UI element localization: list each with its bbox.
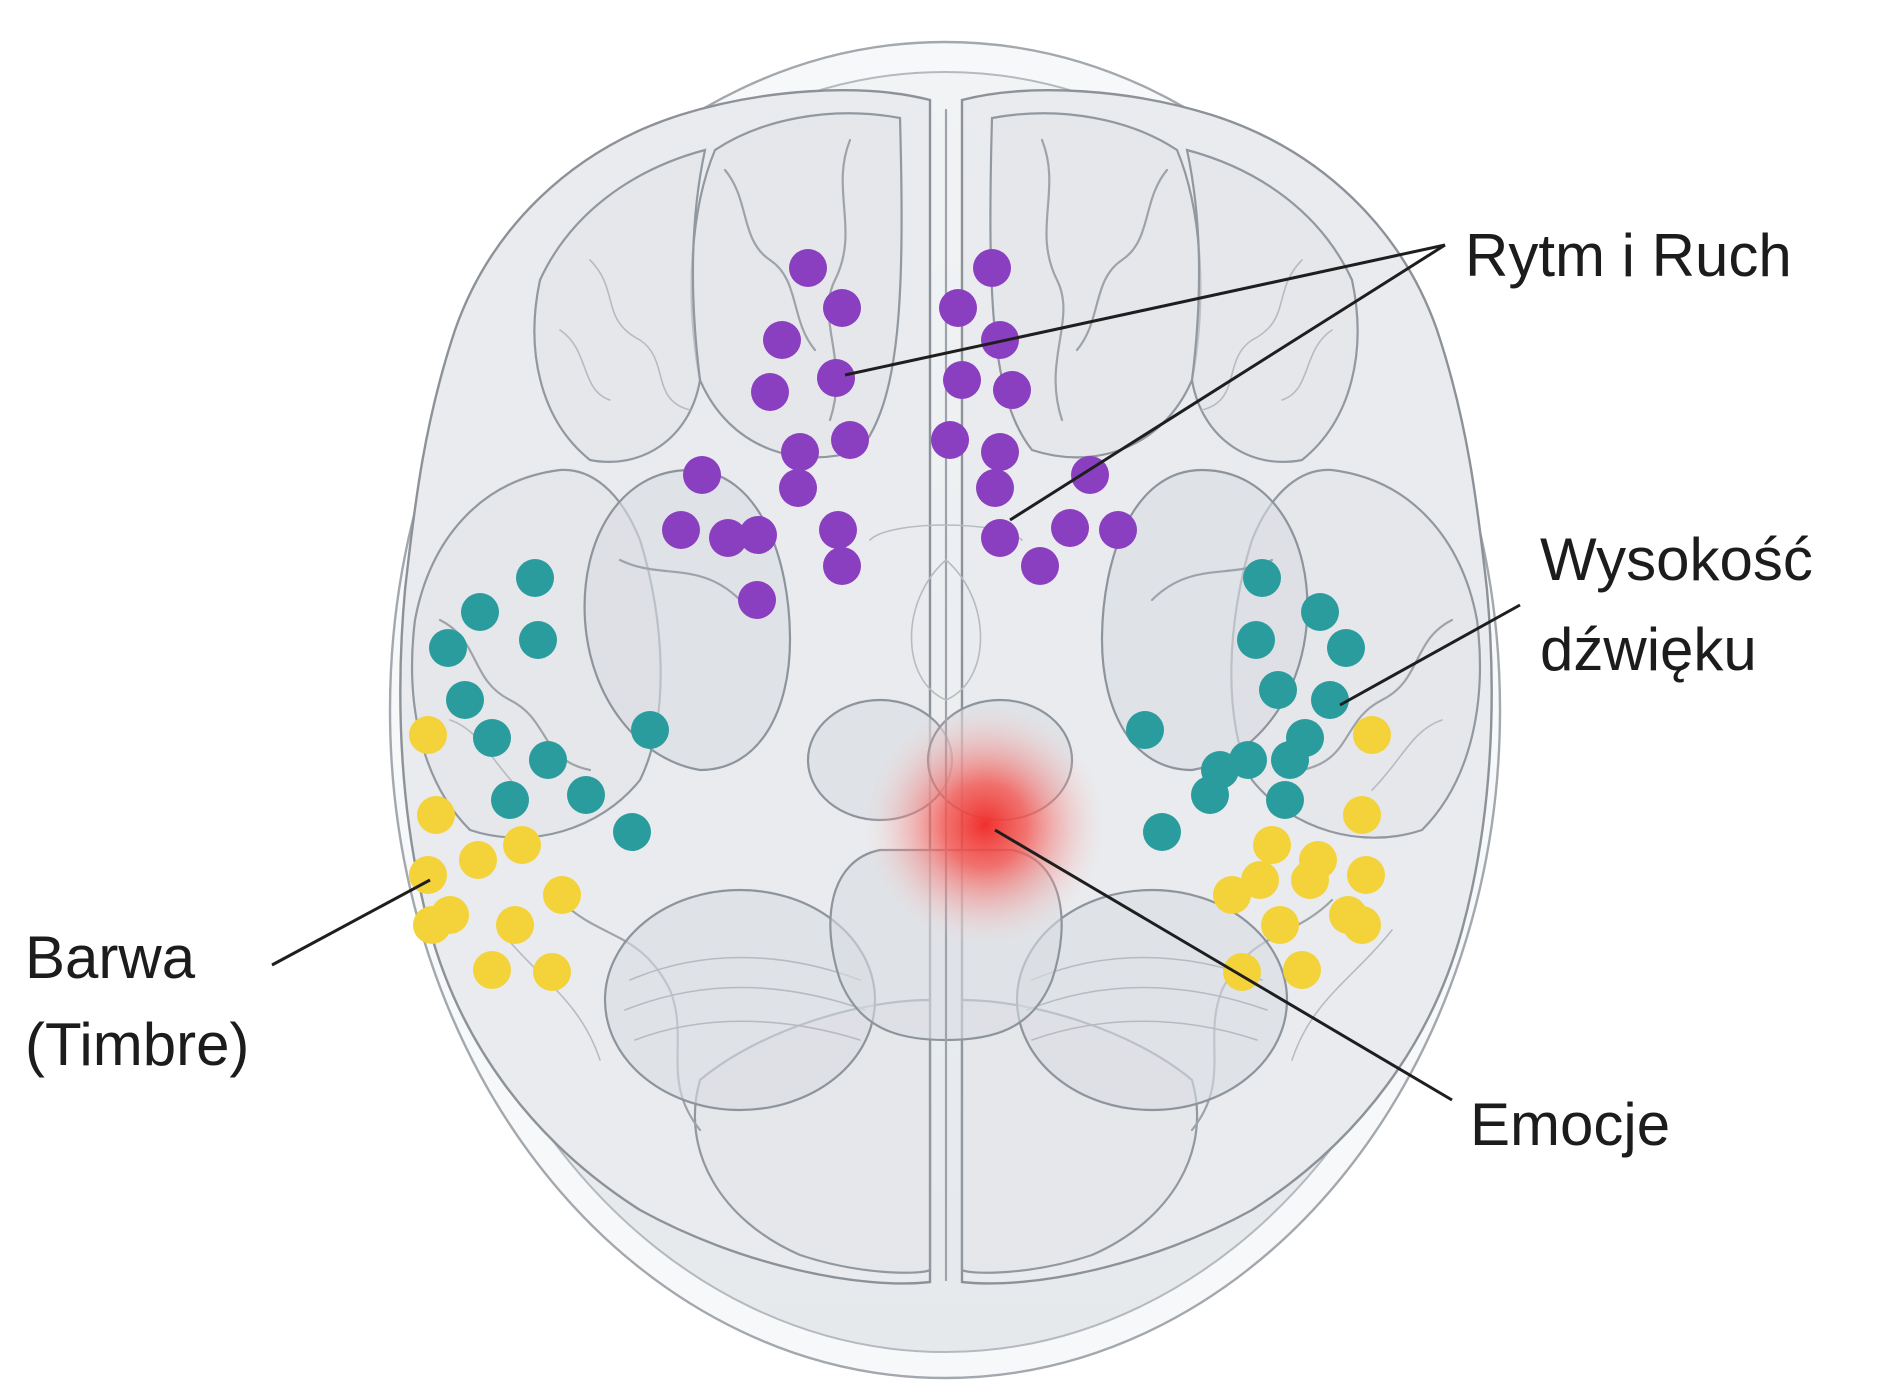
pitch-label-line2: dźwięku xyxy=(1540,616,1757,683)
pitch-dot xyxy=(446,681,484,719)
rhythm-dot xyxy=(831,421,869,459)
timbre-dot xyxy=(533,953,571,991)
rhythm-dot xyxy=(943,361,981,399)
rhythm-dot xyxy=(823,289,861,327)
pitch-dot xyxy=(613,813,651,851)
rhythm-label: Rytm i Ruch xyxy=(1465,222,1792,289)
rhythm-dot xyxy=(981,519,1019,557)
rhythm-dot xyxy=(981,433,1019,471)
rhythm-dot xyxy=(709,519,747,557)
timbre-dot xyxy=(473,951,511,989)
rhythm-dot xyxy=(781,433,819,471)
pitch-dot xyxy=(1143,813,1181,851)
timbre-leader-line xyxy=(272,880,430,965)
pitch-dot xyxy=(631,711,669,749)
pitch-dot xyxy=(567,776,605,814)
rhythm-dot xyxy=(738,581,776,619)
timbre-dot xyxy=(417,796,455,834)
emotion-hotspot xyxy=(865,705,1105,945)
pitch-dot xyxy=(1311,681,1349,719)
pitch-dot xyxy=(1259,671,1297,709)
timbre-dot xyxy=(1347,856,1385,894)
pitch-dot xyxy=(1126,711,1164,749)
timbre-dot xyxy=(1291,861,1329,899)
pitch-dot xyxy=(1301,593,1339,631)
rhythm-dot xyxy=(779,469,817,507)
rhythm-dot xyxy=(683,456,721,494)
rhythm-dot xyxy=(1099,511,1137,549)
emotion-label: Emocje xyxy=(1470,1091,1670,1158)
pitch-dot xyxy=(1237,621,1275,659)
pitch-label-line1: Wysokość xyxy=(1540,526,1813,593)
rhythm-dot xyxy=(817,359,855,397)
rhythm-dot xyxy=(763,321,801,359)
timbre-dot xyxy=(1241,861,1279,899)
pitch-dot xyxy=(1271,741,1309,779)
rhythm-dot xyxy=(789,249,827,287)
pitch-dot xyxy=(1266,781,1304,819)
timbre-dot xyxy=(543,876,581,914)
pitch-dot xyxy=(461,593,499,631)
pitch-dot xyxy=(519,621,557,659)
rhythm-dot xyxy=(662,511,700,549)
rhythm-dot xyxy=(1051,509,1089,547)
pitch-dot xyxy=(473,719,511,757)
timbre-dot xyxy=(1261,906,1299,944)
pitch-dot xyxy=(516,559,554,597)
timbre-dot xyxy=(409,716,447,754)
timbre-dot xyxy=(1253,826,1291,864)
timbre-label-line2: (Timbre) xyxy=(25,1011,249,1078)
timbre-dot xyxy=(1343,796,1381,834)
timbre-dot xyxy=(459,841,497,879)
timbre-dot xyxy=(1353,716,1391,754)
pitch-dot xyxy=(1327,629,1365,667)
timbre-dot xyxy=(1283,951,1321,989)
rhythm-dot xyxy=(823,547,861,585)
rhythm-dot xyxy=(939,289,977,327)
rhythm-dot xyxy=(931,421,969,459)
rhythm-dot xyxy=(1021,547,1059,585)
pitch-dot xyxy=(491,781,529,819)
rhythm-dot xyxy=(819,511,857,549)
pitch-dot xyxy=(529,741,567,779)
timbre-dot xyxy=(413,906,451,944)
pitch-dot xyxy=(1243,559,1281,597)
pitch-dot xyxy=(1201,751,1239,789)
pitch-dot xyxy=(429,629,467,667)
rhythm-dot xyxy=(993,371,1031,409)
timbre-dot xyxy=(496,906,534,944)
timbre-dot xyxy=(1343,906,1381,944)
timbre-dot xyxy=(503,826,541,864)
rhythm-dot xyxy=(973,249,1011,287)
rhythm-dot xyxy=(751,373,789,411)
rhythm-dot xyxy=(976,469,1014,507)
timbre-label-line1: Barwa xyxy=(25,924,196,991)
